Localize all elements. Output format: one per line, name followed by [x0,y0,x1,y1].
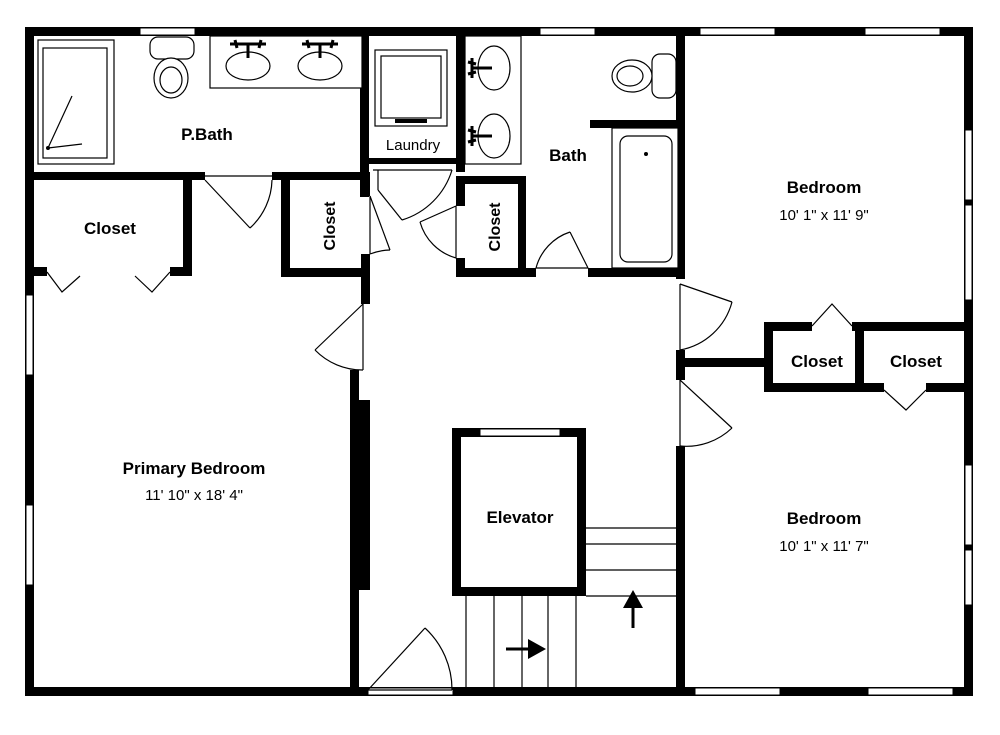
primary-bath-label: P.Bath [181,125,233,144]
laundry-label: Laundry [386,137,441,154]
bath-label: Bath [549,146,587,165]
laundry-fixtures [374,49,448,127]
interior-walls [25,27,973,696]
closet-bed-2-label: Closet [890,352,942,371]
primary-bedroom-label: Primary Bedroom [123,459,266,478]
bedroom-2-size: 10' 1" x 11' 7" [779,538,869,555]
closet-bed-1-label: Closet [791,352,843,371]
bedroom-1-label: Bedroom [787,178,862,197]
bedroom-2-label: Bedroom [787,509,862,528]
closet-hall-2-label: Closet [487,202,504,252]
bedroom-1-size: 10' 1" x 11' 9" [779,207,869,224]
primary-bath-fixtures [37,35,363,165]
doors [46,169,927,691]
elevator-label: Elevator [486,508,553,527]
primary-bedroom-size: 11' 10" x 18' 4" [145,487,243,504]
closet-primary-label: Closet [84,219,136,238]
room-labels: P.Bath Laundry Bath Closet Closet Closet… [84,125,942,555]
stairs [465,527,676,687]
closet-hall-1-label: Closet [322,201,339,251]
bath-fixtures [464,35,679,269]
windows [25,27,973,696]
